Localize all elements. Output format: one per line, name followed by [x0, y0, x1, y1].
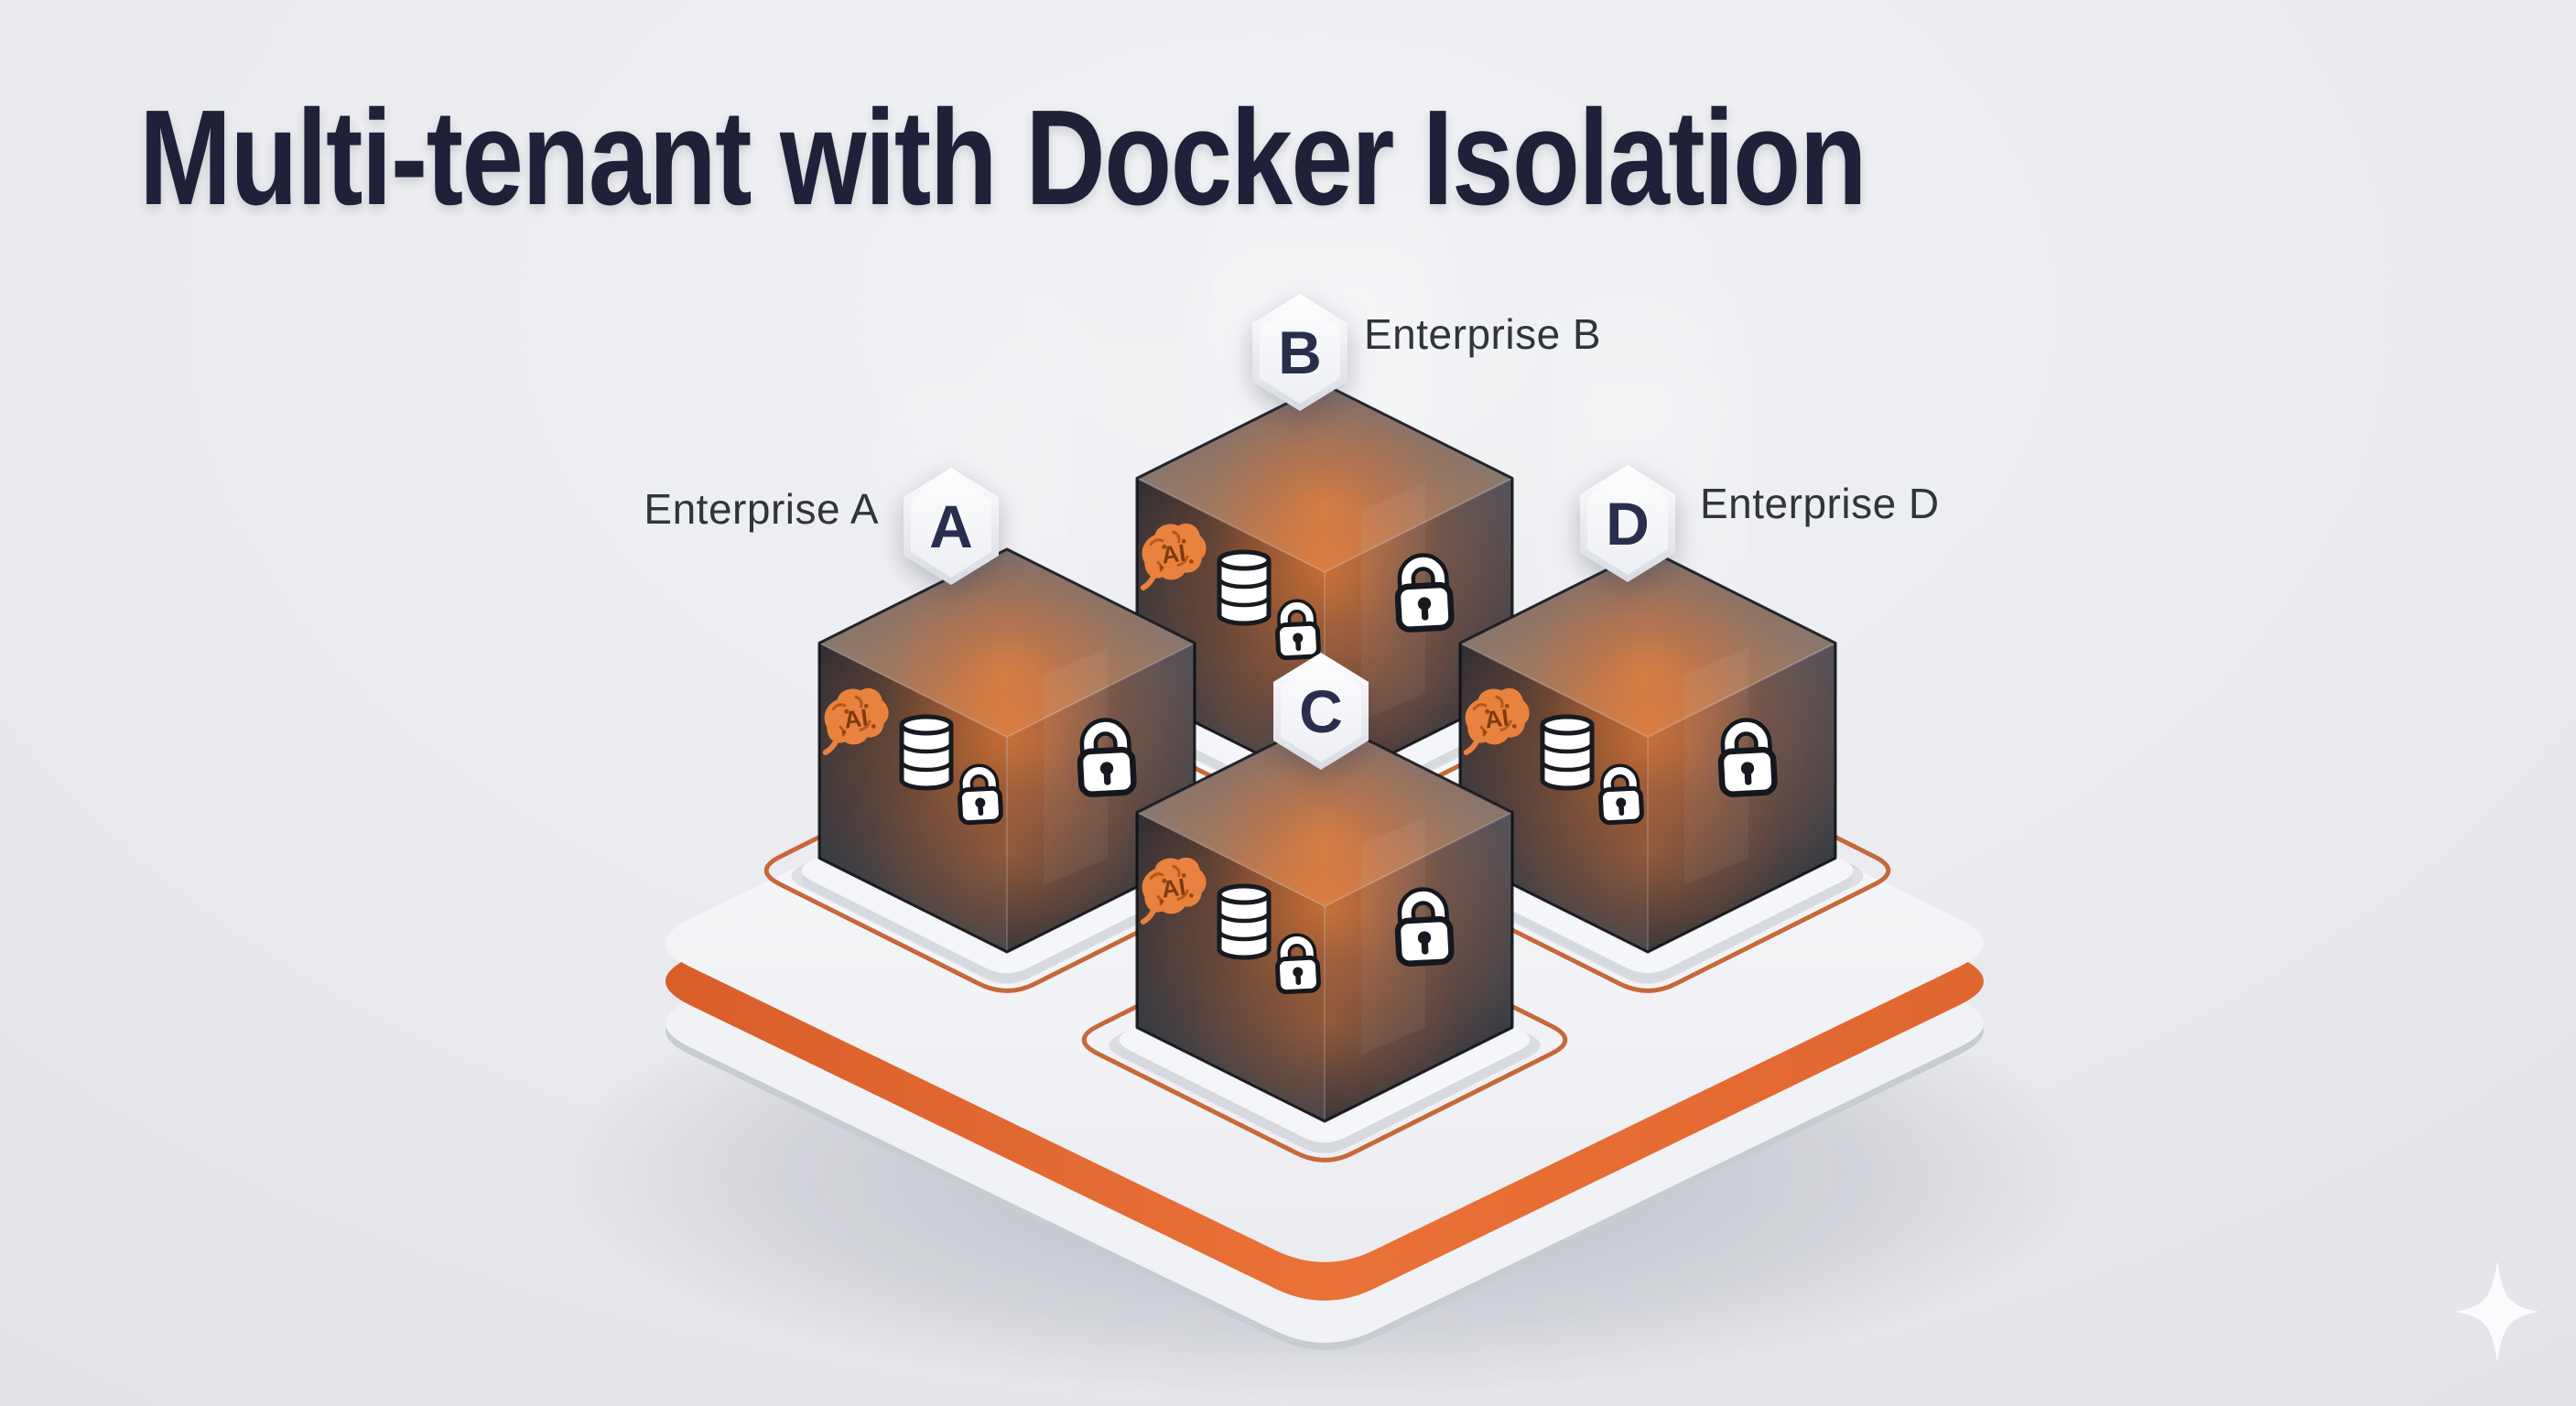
- padlock-icon: [1597, 763, 1644, 826]
- database-icon: [1540, 714, 1595, 791]
- tenant-badge-b: B: [1252, 294, 1348, 411]
- enterprise-d-label: Enterprise D: [1700, 480, 1940, 527]
- padlock-icon: [1394, 887, 1455, 967]
- sparkle-icon: [2453, 1258, 2541, 1366]
- padlock-icon: [1274, 599, 1321, 661]
- ai-label: AI: [1160, 538, 1187, 568]
- padlock-icon: [1077, 718, 1137, 797]
- tenant-badge-a: A: [904, 468, 999, 585]
- ai-label: AI: [1483, 703, 1510, 733]
- padlock-icon: [1274, 933, 1321, 995]
- ai-brain-icon: AI: [1140, 857, 1207, 925]
- ai-label: AI: [842, 703, 870, 733]
- tenant-cube-a: AI: [817, 547, 1196, 954]
- tenant-badge-c: C: [1273, 653, 1369, 770]
- padlock-icon: [957, 763, 1003, 826]
- tenant-cube-b: AI: [1135, 383, 1514, 789]
- ai-brain-icon: AI: [1463, 687, 1530, 755]
- padlock-icon: [1717, 718, 1778, 797]
- tenant-badge-d: D: [1580, 465, 1675, 582]
- enterprise-a-label: Enterprise A: [644, 485, 879, 533]
- ai-brain-icon: AI: [1140, 523, 1207, 590]
- padlock-icon: [1394, 553, 1455, 633]
- database-icon: [1217, 549, 1272, 626]
- ai-label: AI: [1160, 872, 1187, 903]
- slide-title: Multi-tenant with Docker Isolation: [139, 82, 1867, 233]
- database-icon: [1217, 883, 1272, 960]
- ai-brain-icon: AI: [822, 687, 889, 755]
- enterprise-b-label: Enterprise B: [1364, 310, 1602, 358]
- database-icon: [899, 714, 954, 791]
